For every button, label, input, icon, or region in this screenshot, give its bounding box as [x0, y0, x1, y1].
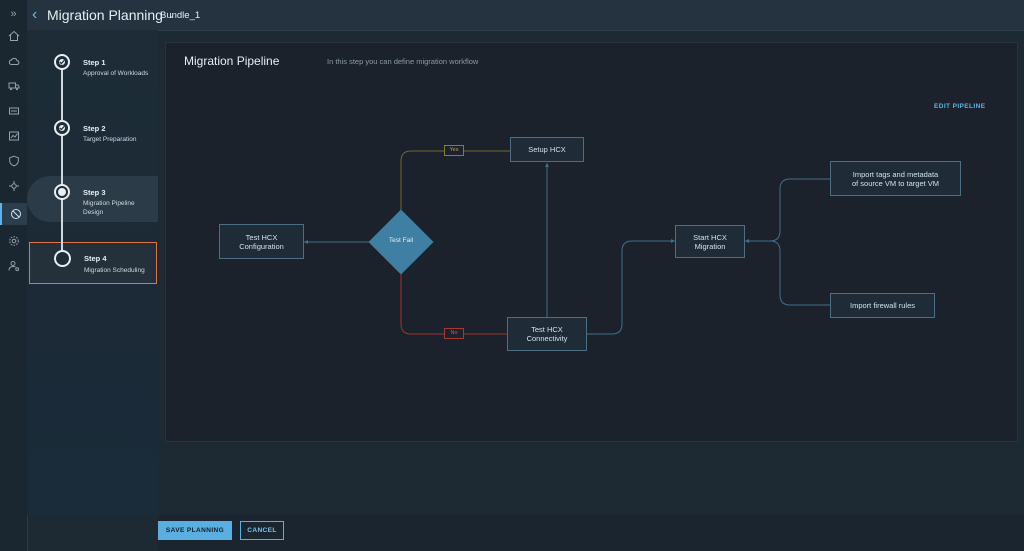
node-test-fail-decision[interactable]: Test Fail — [368, 209, 434, 275]
expand-rail-icon[interactable]: » — [10, 8, 17, 20]
node-test-hcx-configuration[interactable]: Test HCX Configuration — [219, 224, 304, 259]
chart-icon[interactable] — [0, 125, 27, 147]
shield-icon[interactable] — [0, 150, 27, 172]
canvas-hint: In this step you can define migration wo… — [327, 57, 479, 66]
yes-badge: Yes — [444, 145, 464, 156]
truck-icon[interactable] — [0, 75, 27, 97]
cloud-icon[interactable] — [0, 50, 27, 72]
canvas-title: Migration Pipeline — [184, 54, 280, 68]
step-1-check-icon — [56, 56, 68, 68]
back-chevron-icon[interactable]: ‹ — [32, 6, 38, 23]
header-bar: ‹ Migration Planning - Bundle_1 — [27, 0, 1024, 31]
migration-icon[interactable] — [0, 203, 29, 225]
edge-import-tags-to-start — [745, 178, 830, 242]
edge-arrowhead — [304, 240, 308, 244]
edge-yes-to-setup — [400, 150, 510, 210]
step-4-desc: Migration Scheduling — [84, 267, 145, 274]
edge-no-to-connectivity — [400, 274, 507, 335]
edge-arrowhead — [745, 239, 749, 243]
node-test-hcx-connectivity[interactable]: Test HCX Connectivity — [507, 317, 587, 351]
edge-arrowhead — [671, 239, 675, 243]
edge-connectivity-to-start — [587, 240, 675, 335]
user-settings-icon[interactable] — [0, 255, 27, 277]
step-3-current-icon — [54, 184, 70, 200]
network-icon[interactable] — [0, 175, 27, 197]
step-4-title[interactable]: Step 4 — [84, 254, 107, 263]
pipeline-canvas: Migration Pipeline In this step you can … — [165, 42, 1018, 442]
decision-label: Test Fail — [388, 237, 414, 244]
node-start-hcx-migration[interactable]: Start HCX Migration — [675, 225, 745, 258]
node-import-firewall-rules[interactable]: Import firewall rules — [830, 293, 935, 318]
step-3-title[interactable]: Step 3 — [83, 188, 106, 197]
page-title-text: Migration Planning — [47, 7, 163, 23]
step-2-title[interactable]: Step 2 — [83, 124, 106, 133]
pipeline-edges — [304, 150, 830, 335]
save-planning-button[interactable]: SAVE PLANNING — [158, 521, 232, 540]
server-icon[interactable] — [0, 100, 27, 122]
page-title: Migration Planning - — [47, 7, 174, 23]
edit-pipeline-link[interactable]: EDIT PIPELINE — [934, 103, 986, 110]
step-2-check-icon — [56, 122, 68, 134]
edge-import-fw-to-start — [769, 240, 830, 306]
step-3-highlight[interactable] — [27, 176, 158, 222]
step-4-pending-icon — [54, 250, 71, 267]
bundle-name: Bundle_1 — [160, 10, 201, 21]
cancel-button[interactable]: CANCEL — [240, 521, 284, 540]
home-icon[interactable] — [0, 25, 27, 47]
nav-rail: » — [0, 0, 29, 551]
node-setup-hcx[interactable]: Setup HCX — [510, 137, 584, 162]
node-import-tags-metadata[interactable]: Import tags and metadata of source VM to… — [830, 161, 961, 196]
gear-icon[interactable] — [0, 230, 27, 252]
edge-arrowhead — [545, 163, 549, 167]
step-3-desc: Migration Pipeline Design — [83, 200, 135, 216]
step-2-desc: Target Preparation — [83, 136, 137, 143]
step-1-desc: Approval of Workloads — [83, 70, 149, 77]
step-connector-line — [61, 61, 63, 258]
step-1-title[interactable]: Step 1 — [83, 58, 106, 67]
no-badge: No — [444, 328, 464, 339]
step-4-selection[interactable] — [29, 242, 157, 284]
title-separator: - — [169, 11, 174, 23]
footer-bar — [158, 515, 1024, 551]
